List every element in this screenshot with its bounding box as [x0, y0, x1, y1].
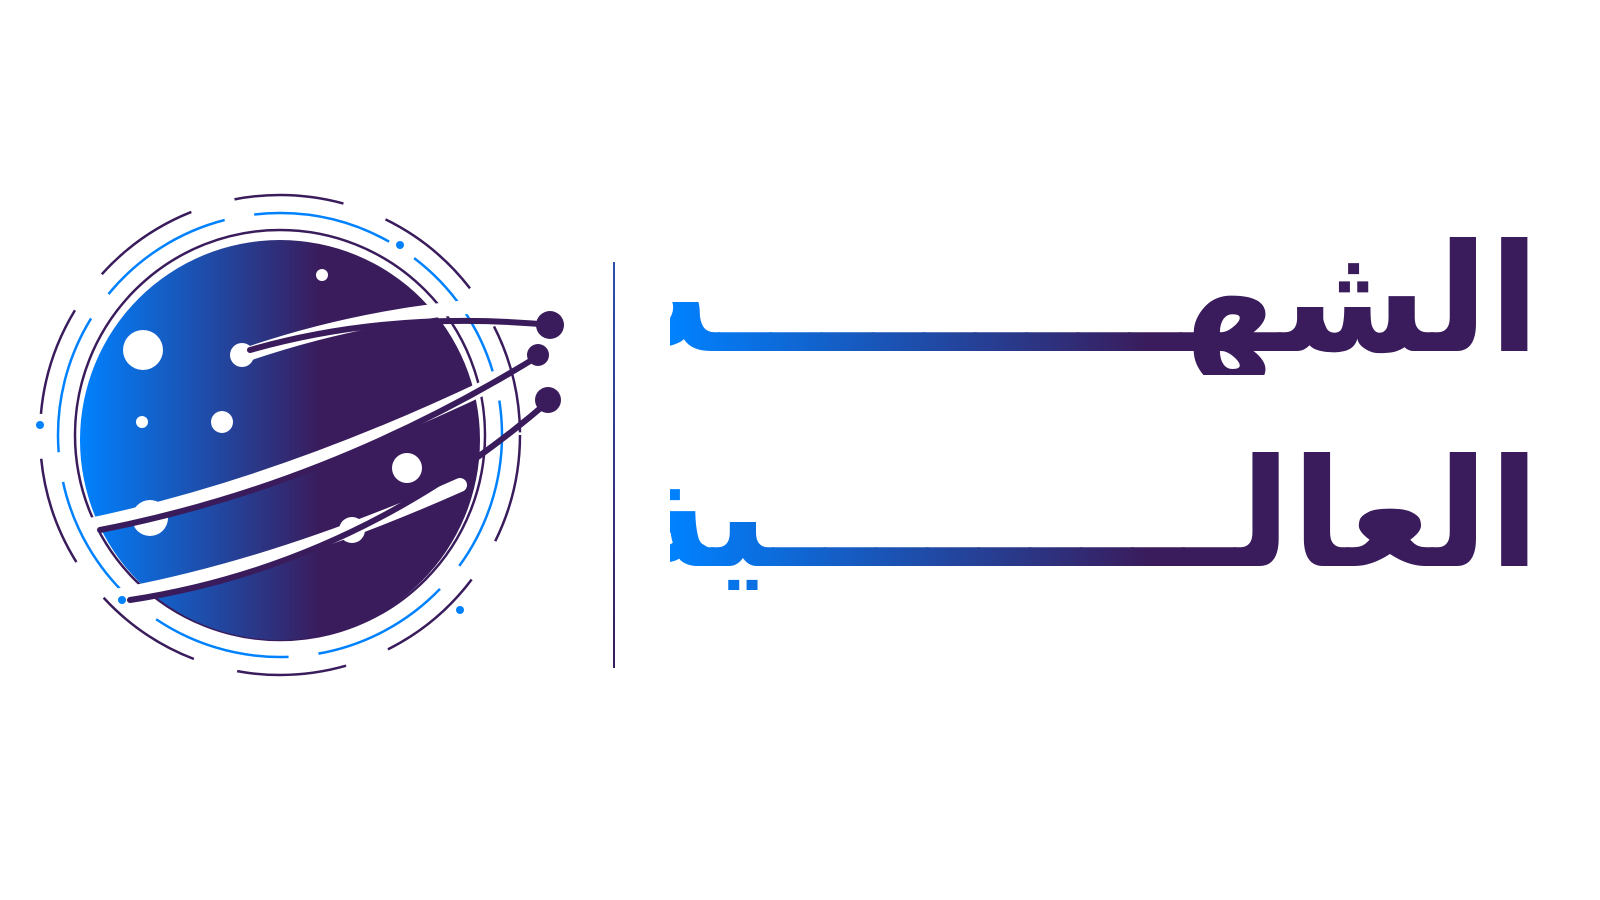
logo-text-line1: الشهـــــــــب: [560, 213, 1540, 387]
divider: [613, 262, 615, 668]
globe-circuit-icon: [36, 193, 564, 677]
logo-text-line2: العالـــــــــية: [621, 428, 1540, 602]
orbit-ring: [38, 193, 522, 677]
orbit-ring: [56, 211, 504, 659]
globe: [80, 240, 480, 640]
